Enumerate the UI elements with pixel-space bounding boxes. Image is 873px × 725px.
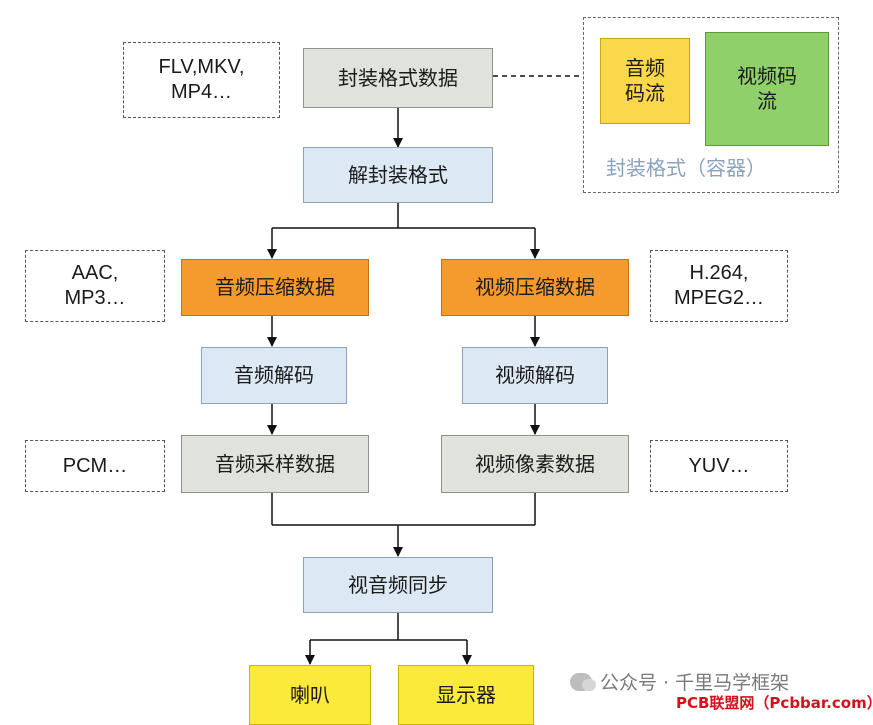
demux-node: 解封装格式: [303, 147, 493, 203]
container-data-node: 封装格式数据: [303, 48, 493, 108]
video-decode-node: 视频解码: [462, 347, 608, 404]
av-sync-node: 视音频同步: [303, 557, 493, 613]
note-line: AAC,: [71, 262, 119, 284]
wechat-watermark: 公众号 · 千里马学框架: [570, 668, 789, 695]
video-raw-note: YUV…: [650, 440, 788, 492]
audio-stream-box: 音频 码流: [600, 38, 690, 124]
note-line: MP3…: [64, 287, 126, 309]
audio-decode-node: 音频解码: [201, 347, 347, 404]
audio-formats-note: AAC, MP3…: [25, 250, 165, 322]
container-panel: 音频 码流 视频码 流 封装格式（容器）: [583, 17, 839, 193]
video-stream-box: 视频码 流: [705, 32, 829, 146]
wechat-icon: [570, 672, 596, 691]
video-compressed-node: 视频压缩数据: [441, 259, 629, 316]
display-node: 显示器: [398, 665, 534, 725]
audio-samples-node: 音频采样数据: [181, 435, 369, 493]
video-pixels-node: 视频像素数据: [441, 435, 629, 493]
note-line: MP4…: [170, 81, 233, 103]
video-stream-line: 视频码: [737, 64, 797, 88]
note-line: FLV,MKV,: [158, 56, 245, 78]
container-formats-note: FLV,MKV, MP4…: [123, 42, 280, 118]
video-formats-note: H.264, MPEG2…: [650, 250, 788, 322]
watermark-text: 公众号 · 千里马学框架: [600, 672, 790, 694]
container-label: 封装格式（容器）: [606, 156, 766, 180]
note-line: MPEG2…: [673, 287, 765, 309]
audio-compressed-node: 音频压缩数据: [181, 259, 369, 316]
audio-stream-line: 码流: [625, 81, 665, 105]
audio-raw-note: PCM…: [25, 440, 165, 492]
speaker-node: 喇叭: [249, 665, 371, 725]
video-stream-line: 流: [757, 89, 777, 113]
note-line: H.264,: [689, 262, 749, 284]
site-credit: PCB联盟网（Pcbbar.com）: [676, 694, 873, 712]
audio-stream-line: 音频: [625, 56, 665, 80]
